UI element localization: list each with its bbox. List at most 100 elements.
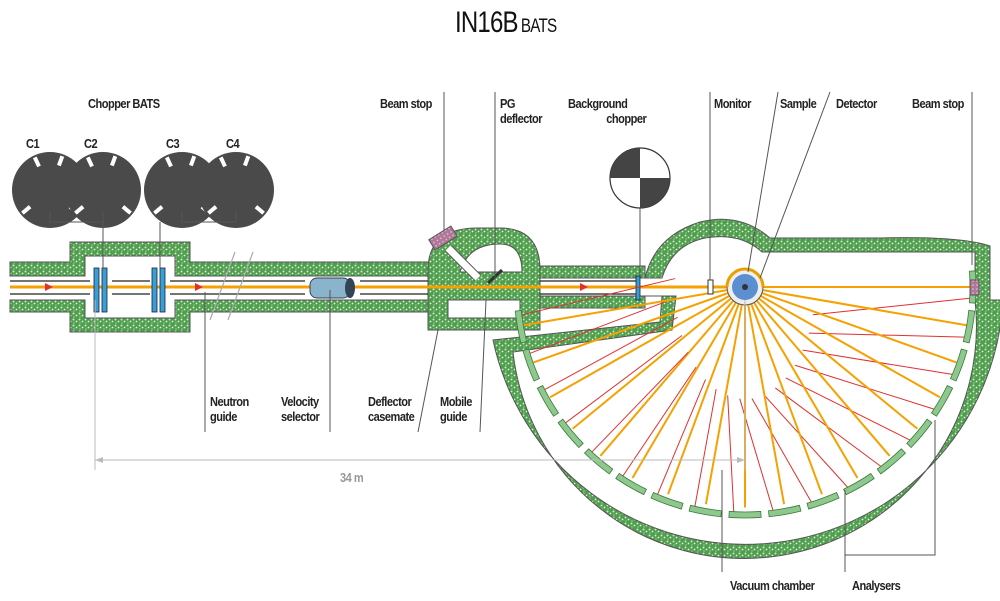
analyser-segment — [930, 385, 954, 417]
analysed-ray — [727, 395, 735, 512]
title-main: IN16B — [455, 6, 519, 39]
label-c3: C3 — [166, 136, 180, 151]
analyser-segment — [876, 448, 907, 475]
analyser-segment — [843, 472, 875, 496]
chopper-window — [110, 155, 118, 167]
label-sample: Sample — [780, 96, 817, 111]
chopper-window — [121, 205, 132, 215]
guide-shielding — [9, 218, 1000, 559]
analysed-ray — [763, 394, 848, 488]
label-line: Mobile — [440, 394, 472, 409]
scattered-ray — [744, 286, 957, 364]
analyser-segment — [962, 310, 976, 344]
label-beam-stop-2: Beam stop — [912, 96, 964, 111]
label-analysers: Analysers — [852, 578, 901, 593]
scattered-ray — [549, 286, 746, 399]
chopper-disks — [12, 152, 274, 268]
chopper-window — [218, 156, 227, 168]
chopper-blades — [93, 267, 641, 313]
sample-detector — [707, 267, 980, 306]
analyser-segment — [615, 472, 647, 496]
label-line: PG — [500, 96, 515, 111]
analysed-ray — [544, 316, 678, 391]
analysed-ray — [521, 278, 676, 316]
chopper-window — [74, 205, 85, 215]
analyser-segment — [950, 348, 968, 382]
chopper-disk — [65, 152, 141, 228]
chopper-window — [32, 156, 41, 168]
scattered-ray — [744, 286, 918, 430]
beam-stop-deflector — [428, 225, 504, 285]
chopper-window — [153, 205, 164, 215]
label-monitor: Monitor — [714, 96, 751, 111]
label-chopper-bats: Chopper BATS — [88, 96, 160, 111]
scattered-ray — [599, 286, 746, 457]
analyser-array — [514, 270, 977, 519]
label-line: guide — [210, 409, 237, 424]
scattered-ray — [744, 286, 786, 505]
chopper-window — [207, 205, 218, 215]
label-detector: Detector — [836, 96, 877, 111]
label-beam-stop: Beam stop — [380, 96, 432, 111]
analysed-ray — [622, 366, 697, 477]
analysed-ray — [785, 377, 911, 441]
label-line: guide — [440, 409, 467, 424]
analysed-ray — [529, 297, 676, 354]
label-line: Neutron — [210, 394, 249, 409]
chopper-window — [254, 205, 265, 215]
scattered-ray — [744, 286, 823, 495]
analyser-segment — [806, 492, 840, 510]
title-sub: BATS — [520, 16, 557, 37]
chopper-window — [57, 155, 65, 167]
analysed-ray — [808, 332, 965, 338]
analyser-segment — [728, 511, 762, 519]
background-chopper-disk — [609, 147, 671, 276]
label-c1: C1 — [26, 136, 40, 151]
analyser-segment — [650, 492, 684, 510]
chopper-window — [164, 156, 173, 168]
chopper-window — [243, 155, 251, 167]
chopper-window — [21, 205, 32, 215]
analyser-segment — [768, 504, 802, 518]
scattered-ray — [533, 286, 746, 364]
analyser-segment — [522, 348, 540, 382]
chopper-disk — [198, 152, 274, 228]
scattered-ray — [631, 286, 746, 479]
neutron-beam — [10, 283, 745, 291]
label-line: Deflector — [368, 394, 412, 409]
analysed-ray — [565, 335, 683, 424]
scattering-rays — [521, 278, 970, 512]
label-line: Background — [568, 96, 628, 111]
chopper-disk — [12, 152, 88, 228]
analyser-segment — [688, 504, 722, 518]
label-line: Velocity — [281, 394, 319, 409]
label-c2: C2 — [84, 136, 98, 151]
scattered-ray — [744, 286, 891, 457]
analysed-ray — [812, 297, 970, 316]
label-vacuum-chamber: Vacuum chamber — [730, 578, 815, 593]
chopper-window — [85, 156, 94, 168]
chopper-window — [189, 155, 197, 167]
scattered-ray — [572, 286, 746, 430]
analyser-segment — [514, 310, 528, 344]
analyser-segment — [557, 418, 584, 449]
label-line: selector — [281, 409, 320, 424]
scattered-ray — [744, 286, 967, 327]
label-c4: C4 — [226, 136, 240, 151]
label-line: deflector — [500, 111, 543, 126]
analysed-ray — [657, 379, 706, 495]
break-marks — [209, 251, 254, 321]
scattered-ray — [744, 286, 941, 399]
chopper-disk — [144, 152, 220, 228]
label-line: chopper — [606, 111, 647, 126]
analysed-ray — [694, 388, 717, 507]
analyser-segment — [536, 385, 560, 417]
